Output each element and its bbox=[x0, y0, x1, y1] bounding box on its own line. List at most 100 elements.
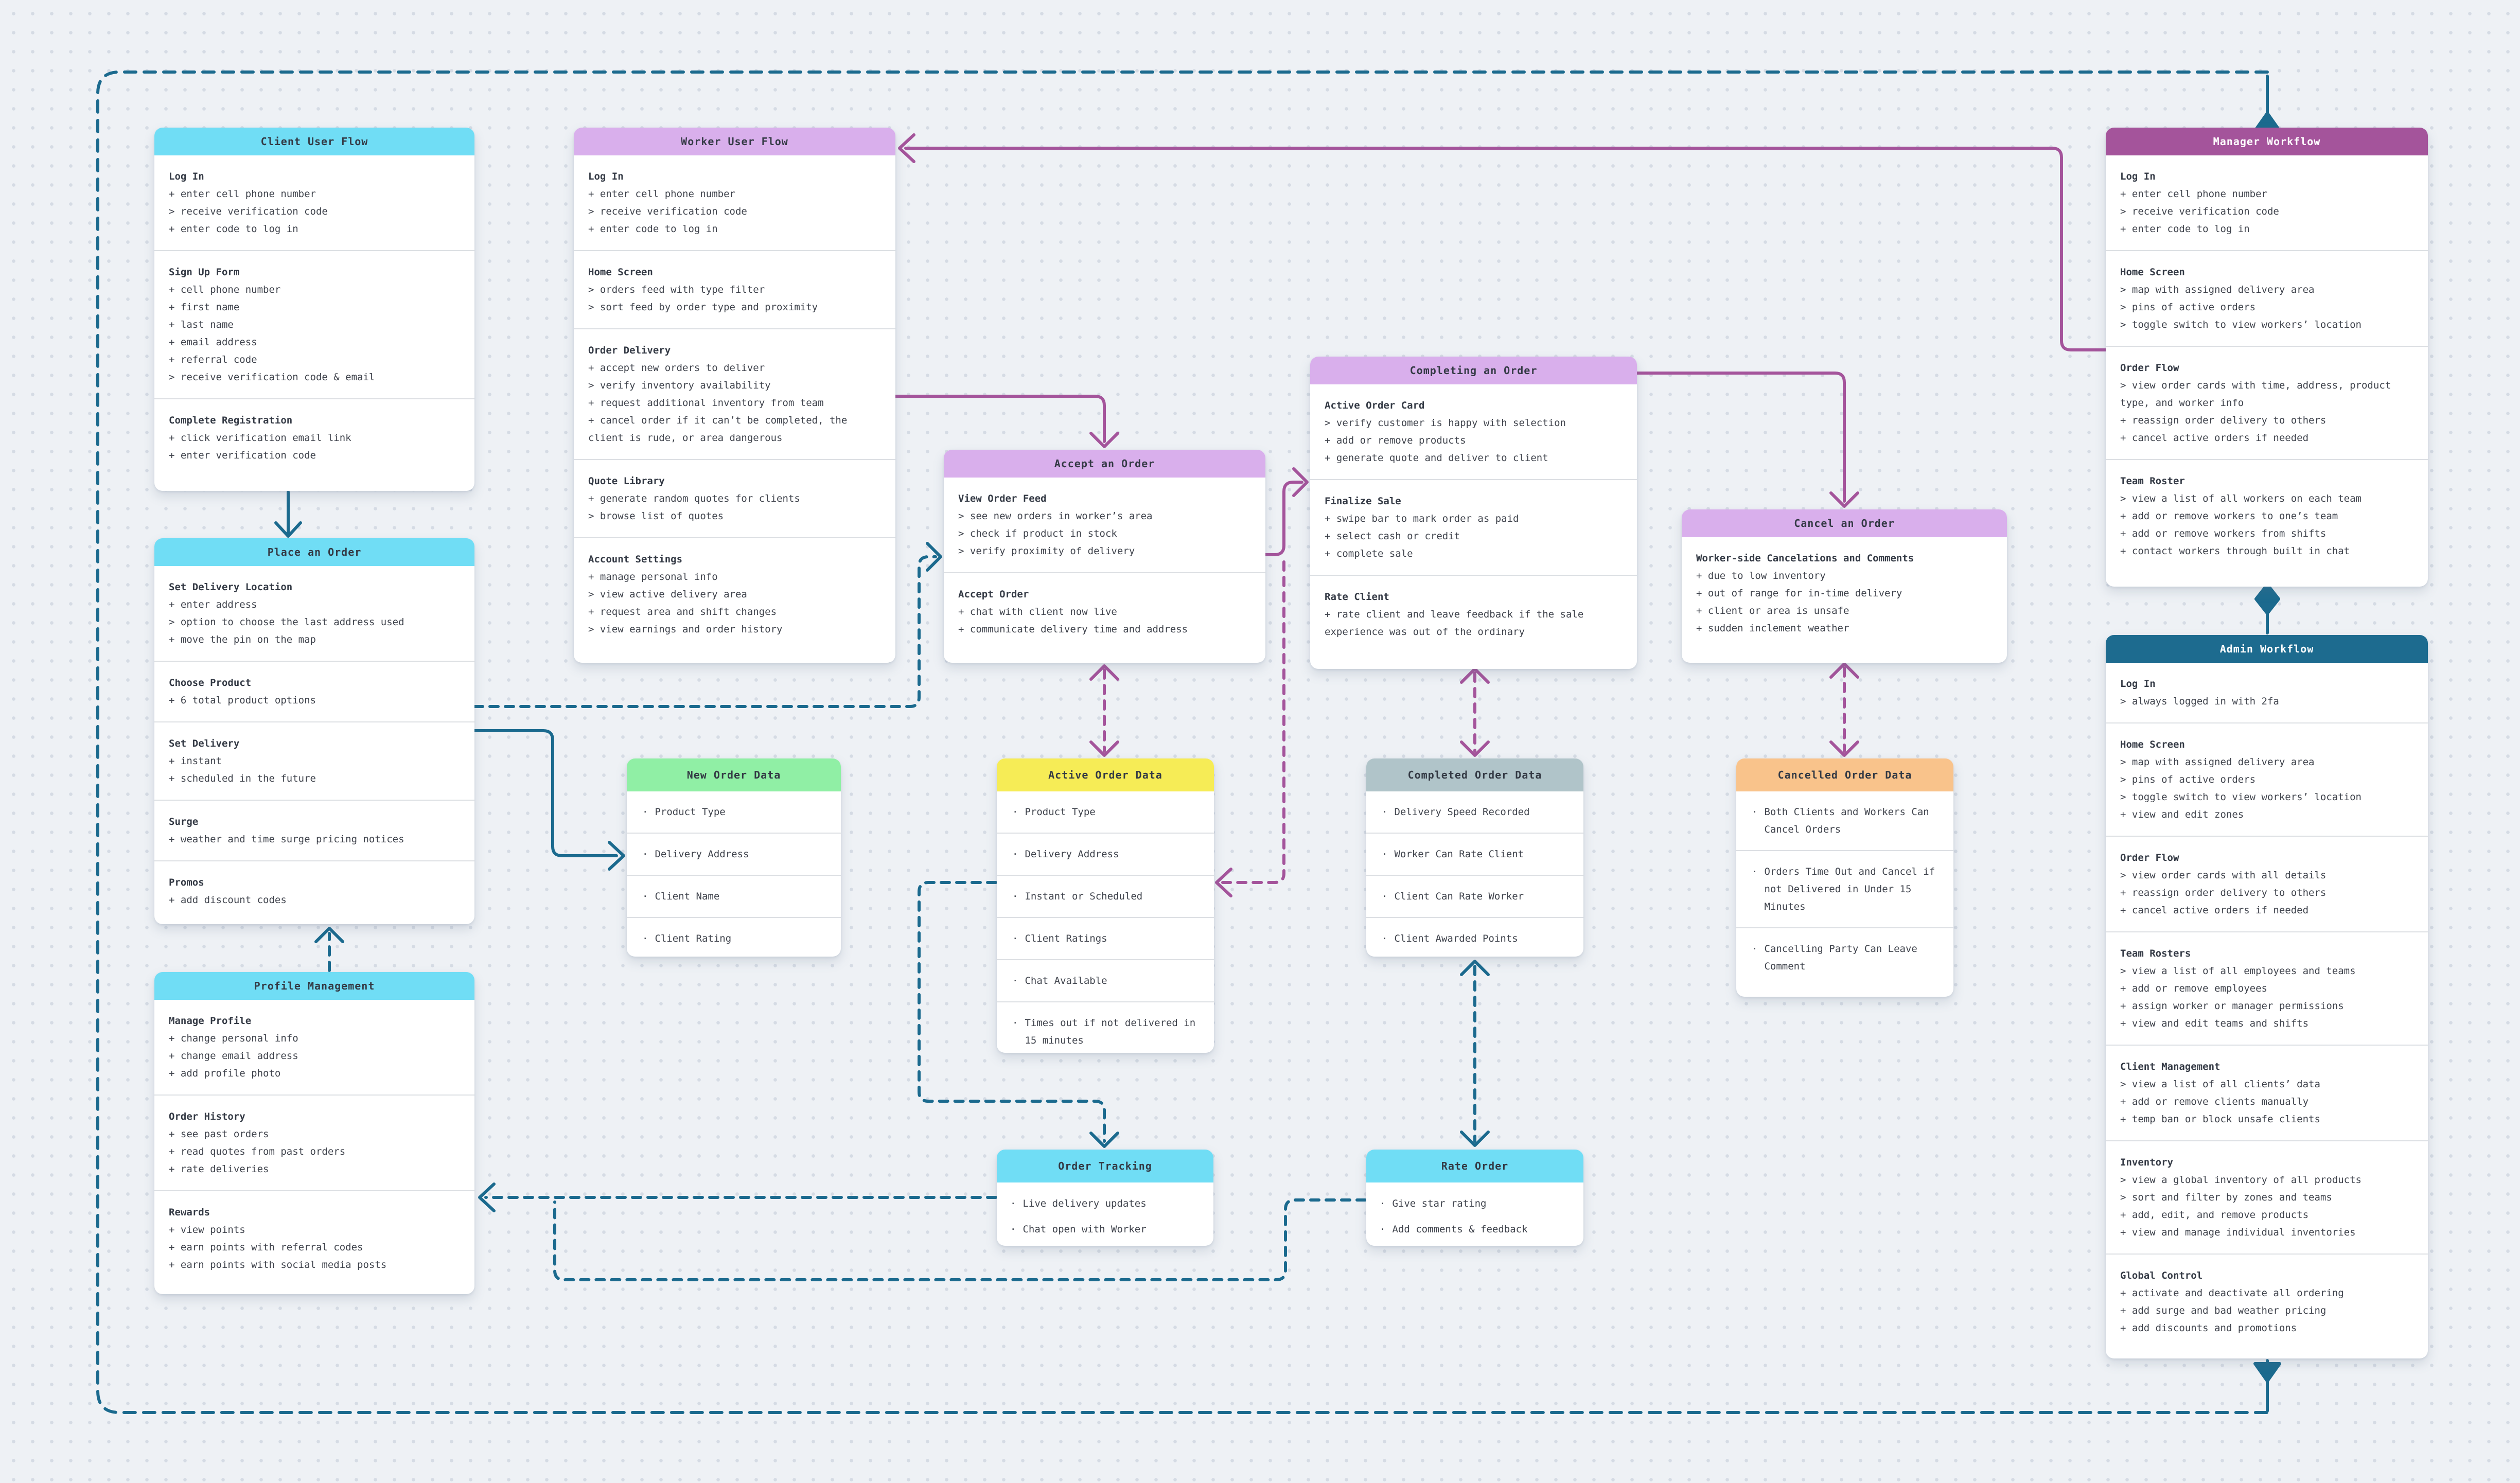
flow-step: > toggle switch to view workers’ locatio… bbox=[2120, 791, 2362, 803]
flow-step: > receive verification code bbox=[2120, 206, 2279, 217]
flow-step: > receive verification code & email bbox=[169, 372, 375, 383]
connector-active-to-tracking bbox=[918, 881, 1106, 1143]
flow-step: + enter code to log in bbox=[169, 223, 298, 235]
data-row: ·Chat open with Worker bbox=[1010, 1216, 1200, 1242]
bullet-icon: · bbox=[1012, 975, 1018, 986]
data-row: · Live delivery updates bbox=[1010, 1191, 1200, 1216]
card-body: ·Give star rating·Add comments & feedbac… bbox=[1366, 1182, 1583, 1246]
flow-step: + add or remove workers from shifts bbox=[2120, 528, 2327, 539]
arrow-down-icon bbox=[1089, 740, 1119, 757]
card-cancelled-order-data[interactable]: Cancelled Order Data ·Both Clients and W… bbox=[1736, 758, 1953, 997]
card-header: Order Tracking bbox=[997, 1150, 1213, 1182]
flow-step: + click verification email link bbox=[169, 432, 351, 444]
flow-step: + referral code bbox=[169, 354, 257, 365]
flow-section: Home Screen> map with assigned delivery … bbox=[2106, 250, 2428, 346]
card-active-order-data[interactable]: Active Order Data ·Product Type·Delivery… bbox=[997, 758, 1214, 1053]
flow-step: + swipe bar to mark order as paid bbox=[1325, 513, 1519, 524]
arrow-down-icon bbox=[274, 521, 302, 538]
card-client-user-flow[interactable]: Client User Flow Log In+ enter cell phon… bbox=[154, 128, 474, 491]
card-header: New Order Data bbox=[627, 758, 841, 791]
data-row-label: Live delivery updates bbox=[1023, 1198, 1147, 1209]
card-body: Worker-side Cancelations and Comments+ d… bbox=[1682, 537, 2007, 649]
section-heading: Account Settings bbox=[588, 554, 683, 565]
flow-step: + enter cell phone number bbox=[2120, 188, 2267, 200]
card-admin-workflow[interactable]: Admin Workflow Log In> always logged in … bbox=[2106, 635, 2428, 1358]
card-place-an-order[interactable]: Place an Order Set Delivery Location+ en… bbox=[154, 538, 474, 924]
card-worker-user-flow[interactable]: Worker User Flow Log In + enter cell phon… bbox=[574, 128, 895, 663]
card-completed-order-data[interactable]: Completed Order Data ·Delivery Speed Rec… bbox=[1366, 758, 1583, 957]
card-title: Accept an Order bbox=[1054, 457, 1155, 470]
card-completing-an-order[interactable]: Completing an Order Active Order Card> v… bbox=[1310, 357, 1637, 669]
data-row: ·Orders Time Out and Cancel if not Deliv… bbox=[1736, 850, 1953, 927]
diamond-icon bbox=[2254, 583, 2280, 615]
flow-step: + earn points with social media posts bbox=[169, 1259, 387, 1270]
card-body: Log In+ enter cell phone number> receive… bbox=[154, 155, 474, 476]
arrow-up-icon bbox=[1460, 960, 1490, 976]
flow-step: + last name bbox=[169, 319, 234, 330]
card-title: Active Order Data bbox=[1048, 769, 1162, 781]
section-heading: Log In bbox=[169, 171, 204, 182]
card-header: Client User Flow bbox=[154, 128, 474, 155]
connector-worker-to-accept bbox=[894, 395, 1106, 443]
flow-section: Log In+ enter cell phone number> receive… bbox=[154, 155, 474, 250]
connector-accept-to-completing bbox=[1264, 481, 1303, 556]
card-header: Place an Order bbox=[154, 538, 474, 566]
flow-section: Order Flow> view order cards with time, … bbox=[2106, 346, 2428, 459]
data-row: ·Client Can Rate Worker bbox=[1366, 875, 1583, 917]
section-heading: Log In bbox=[2120, 678, 2156, 690]
flow-step: + client or area is unsafe bbox=[1696, 605, 1849, 616]
card-manager-workflow[interactable]: Manager Workflow Log In+ enter cell phon… bbox=[2106, 128, 2428, 587]
flow-section: Manage Profile+ change personal info+ ch… bbox=[154, 1000, 474, 1094]
flow-step: > view a list of all employees and teams bbox=[2120, 965, 2356, 977]
bullet-icon: · bbox=[1010, 1198, 1016, 1209]
section-heading: View Order Feed bbox=[958, 493, 1047, 504]
data-row-label: Delivery Speed Recorded bbox=[1394, 806, 1530, 818]
section-heading: Accept Order bbox=[958, 589, 1029, 600]
card-title: Worker User Flow bbox=[681, 135, 788, 148]
flow-step: + add or remove employees bbox=[2120, 983, 2267, 994]
flow-step: + sudden inclement weather bbox=[1696, 623, 1849, 634]
flow-step: + see past orders bbox=[169, 1128, 269, 1140]
card-order-tracking[interactable]: Order Tracking · Live delivery updates ·Ch… bbox=[997, 1150, 1213, 1246]
flow-step: > receive verification code bbox=[588, 206, 747, 217]
card-title: Cancel an Order bbox=[1794, 517, 1895, 529]
card-profile-management[interactable]: Profile Management Manage Profile+ chang… bbox=[154, 972, 474, 1294]
flow-step: + enter cell phone number bbox=[588, 188, 735, 200]
card-rate-order[interactable]: Rate Order ·Give star rating·Add comment… bbox=[1366, 1150, 1583, 1246]
data-row: ·Cancelling Party Can Leave Comment bbox=[1736, 927, 1953, 987]
section-heading: Active Order Card bbox=[1325, 400, 1425, 411]
flow-section: Quote Library+ generate random quotes fo… bbox=[574, 459, 895, 537]
flow-step: > view a list of all workers on each tea… bbox=[2120, 493, 2362, 504]
card-accept-an-order[interactable]: Accept an Order View Order Feed> see new… bbox=[944, 450, 1265, 663]
flow-step: + add profile photo bbox=[169, 1068, 281, 1079]
section-heading: Log In bbox=[588, 171, 624, 182]
flow-section: Global Control+ activate and deactivate … bbox=[2106, 1254, 2428, 1349]
card-title: New Order Data bbox=[686, 769, 781, 781]
flow-section: Team Rosters> view a list of all employe… bbox=[2106, 931, 2428, 1045]
connector-completing-to-active-data bbox=[1221, 560, 1285, 884]
section-heading: Client Management bbox=[2120, 1061, 2221, 1072]
flow-step: + add, edit, and remove products bbox=[2120, 1209, 2309, 1221]
flow-step: > pins of active orders bbox=[2120, 302, 2256, 313]
flow-step: + select cash or credit bbox=[1325, 531, 1460, 542]
arrow-left-icon bbox=[898, 133, 915, 163]
flow-step: + view and manage individual inventories bbox=[2120, 1227, 2356, 1238]
data-row-label: Product Type bbox=[655, 806, 726, 818]
flow-step: + reassign order delivery to others bbox=[2120, 415, 2327, 426]
card-body: Manage Profile+ change personal info+ ch… bbox=[154, 1000, 474, 1286]
card-new-order-data[interactable]: New Order Data ·Product Type·Delivery Ad… bbox=[627, 758, 841, 957]
section-heading: Manage Profile bbox=[169, 1015, 252, 1027]
data-row-label: Orders Time Out and Cancel if not Delive… bbox=[1764, 866, 1935, 912]
flow-step: > check if product in stock bbox=[958, 528, 1117, 539]
card-body: · Live delivery updates ·Chat open with Wo… bbox=[997, 1182, 1213, 1246]
flow-step: > receive verification code bbox=[169, 206, 328, 217]
data-row: ·Give star rating bbox=[1380, 1191, 1570, 1216]
card-cancel-an-order[interactable]: Cancel an Order Worker-side Cancelations… bbox=[1682, 509, 2007, 663]
card-body: Set Delivery Location+ enter address> op… bbox=[154, 566, 474, 921]
flow-step: + chat with client now live bbox=[958, 606, 1117, 617]
flow-step: + accept new orders to deliver bbox=[588, 362, 765, 374]
flow-section: Rewards+ view points+ earn points with r… bbox=[154, 1190, 474, 1286]
flow-step: + view and edit zones bbox=[2120, 809, 2244, 820]
data-row: ·Times out if not delivered in 15 minute… bbox=[997, 1001, 1214, 1053]
